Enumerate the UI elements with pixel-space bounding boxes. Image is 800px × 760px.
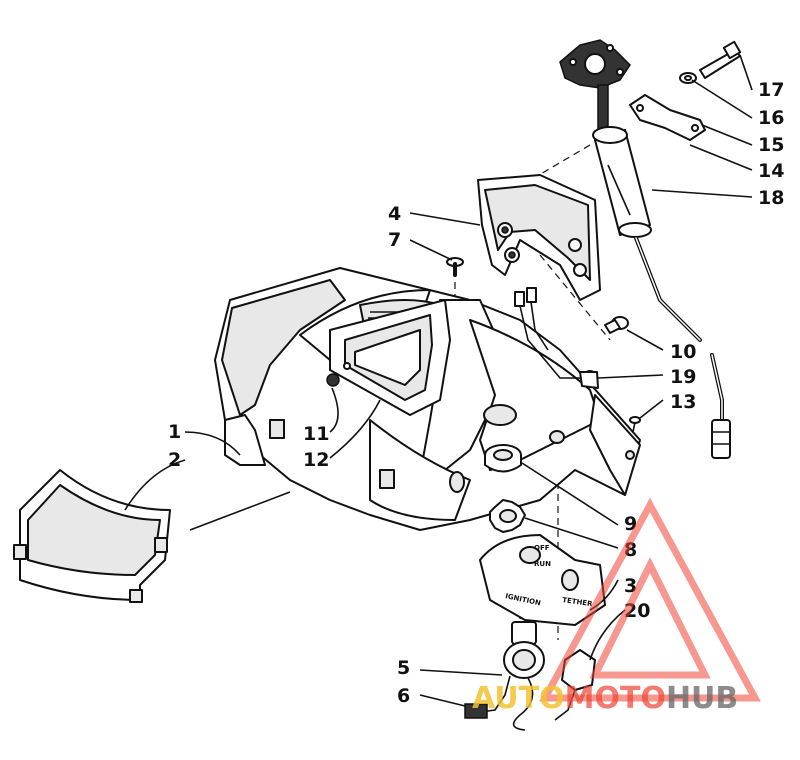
callout-5: 5 (397, 657, 410, 679)
cylinder-assembly (592, 126, 731, 459)
callout-2: 2 (168, 449, 181, 471)
watermark-triangle-inner (589, 557, 711, 679)
plate-label-off: OFF (534, 544, 550, 552)
callout-4: 4 (388, 203, 401, 225)
callout-18: 18 (758, 187, 784, 209)
watermark-auto: AUTO (472, 681, 565, 716)
callout-16: 16 (758, 107, 784, 129)
adjuster-knob (559, 39, 631, 131)
callout-12: 12 (303, 449, 329, 471)
callout-17: 17 (758, 79, 784, 101)
watermark-triangle-outer (539, 497, 761, 702)
wire-harness (514, 287, 599, 389)
switch-plate: OFF RUN IGNITION TETHER (479, 534, 606, 626)
callout-7: 7 (388, 229, 401, 251)
screws (446, 257, 641, 433)
vent-frame (326, 299, 451, 416)
callout-15: 15 (758, 134, 784, 156)
callout-11: 11 (303, 423, 329, 445)
watermark: AUTOMOTOHUB (472, 497, 761, 716)
leader-lines (124, 54, 753, 707)
plate-label-run: RUN (534, 560, 551, 568)
callout-14: 14 (758, 160, 784, 182)
ignition-switch (464, 621, 545, 731)
watermark-text: AUTOMOTOHUB (472, 681, 738, 716)
nut-and-washer (484, 444, 526, 533)
callout-19: 19 (670, 366, 696, 388)
strap-and-hardware (629, 40, 742, 141)
callout-1: 1 (168, 421, 181, 443)
watermark-moto: MOTO (565, 681, 666, 716)
watermark-hub: HUB (666, 681, 738, 716)
callout-6: 6 (397, 685, 410, 707)
callout-numbers: 1 2 3 4 5 6 7 8 9 10 11 12 13 14 15 16 1… (168, 79, 784, 707)
front-cover-panel (13, 414, 291, 603)
mounting-bracket (477, 174, 601, 301)
callout-13: 13 (670, 391, 696, 413)
callout-10: 10 (670, 341, 696, 363)
